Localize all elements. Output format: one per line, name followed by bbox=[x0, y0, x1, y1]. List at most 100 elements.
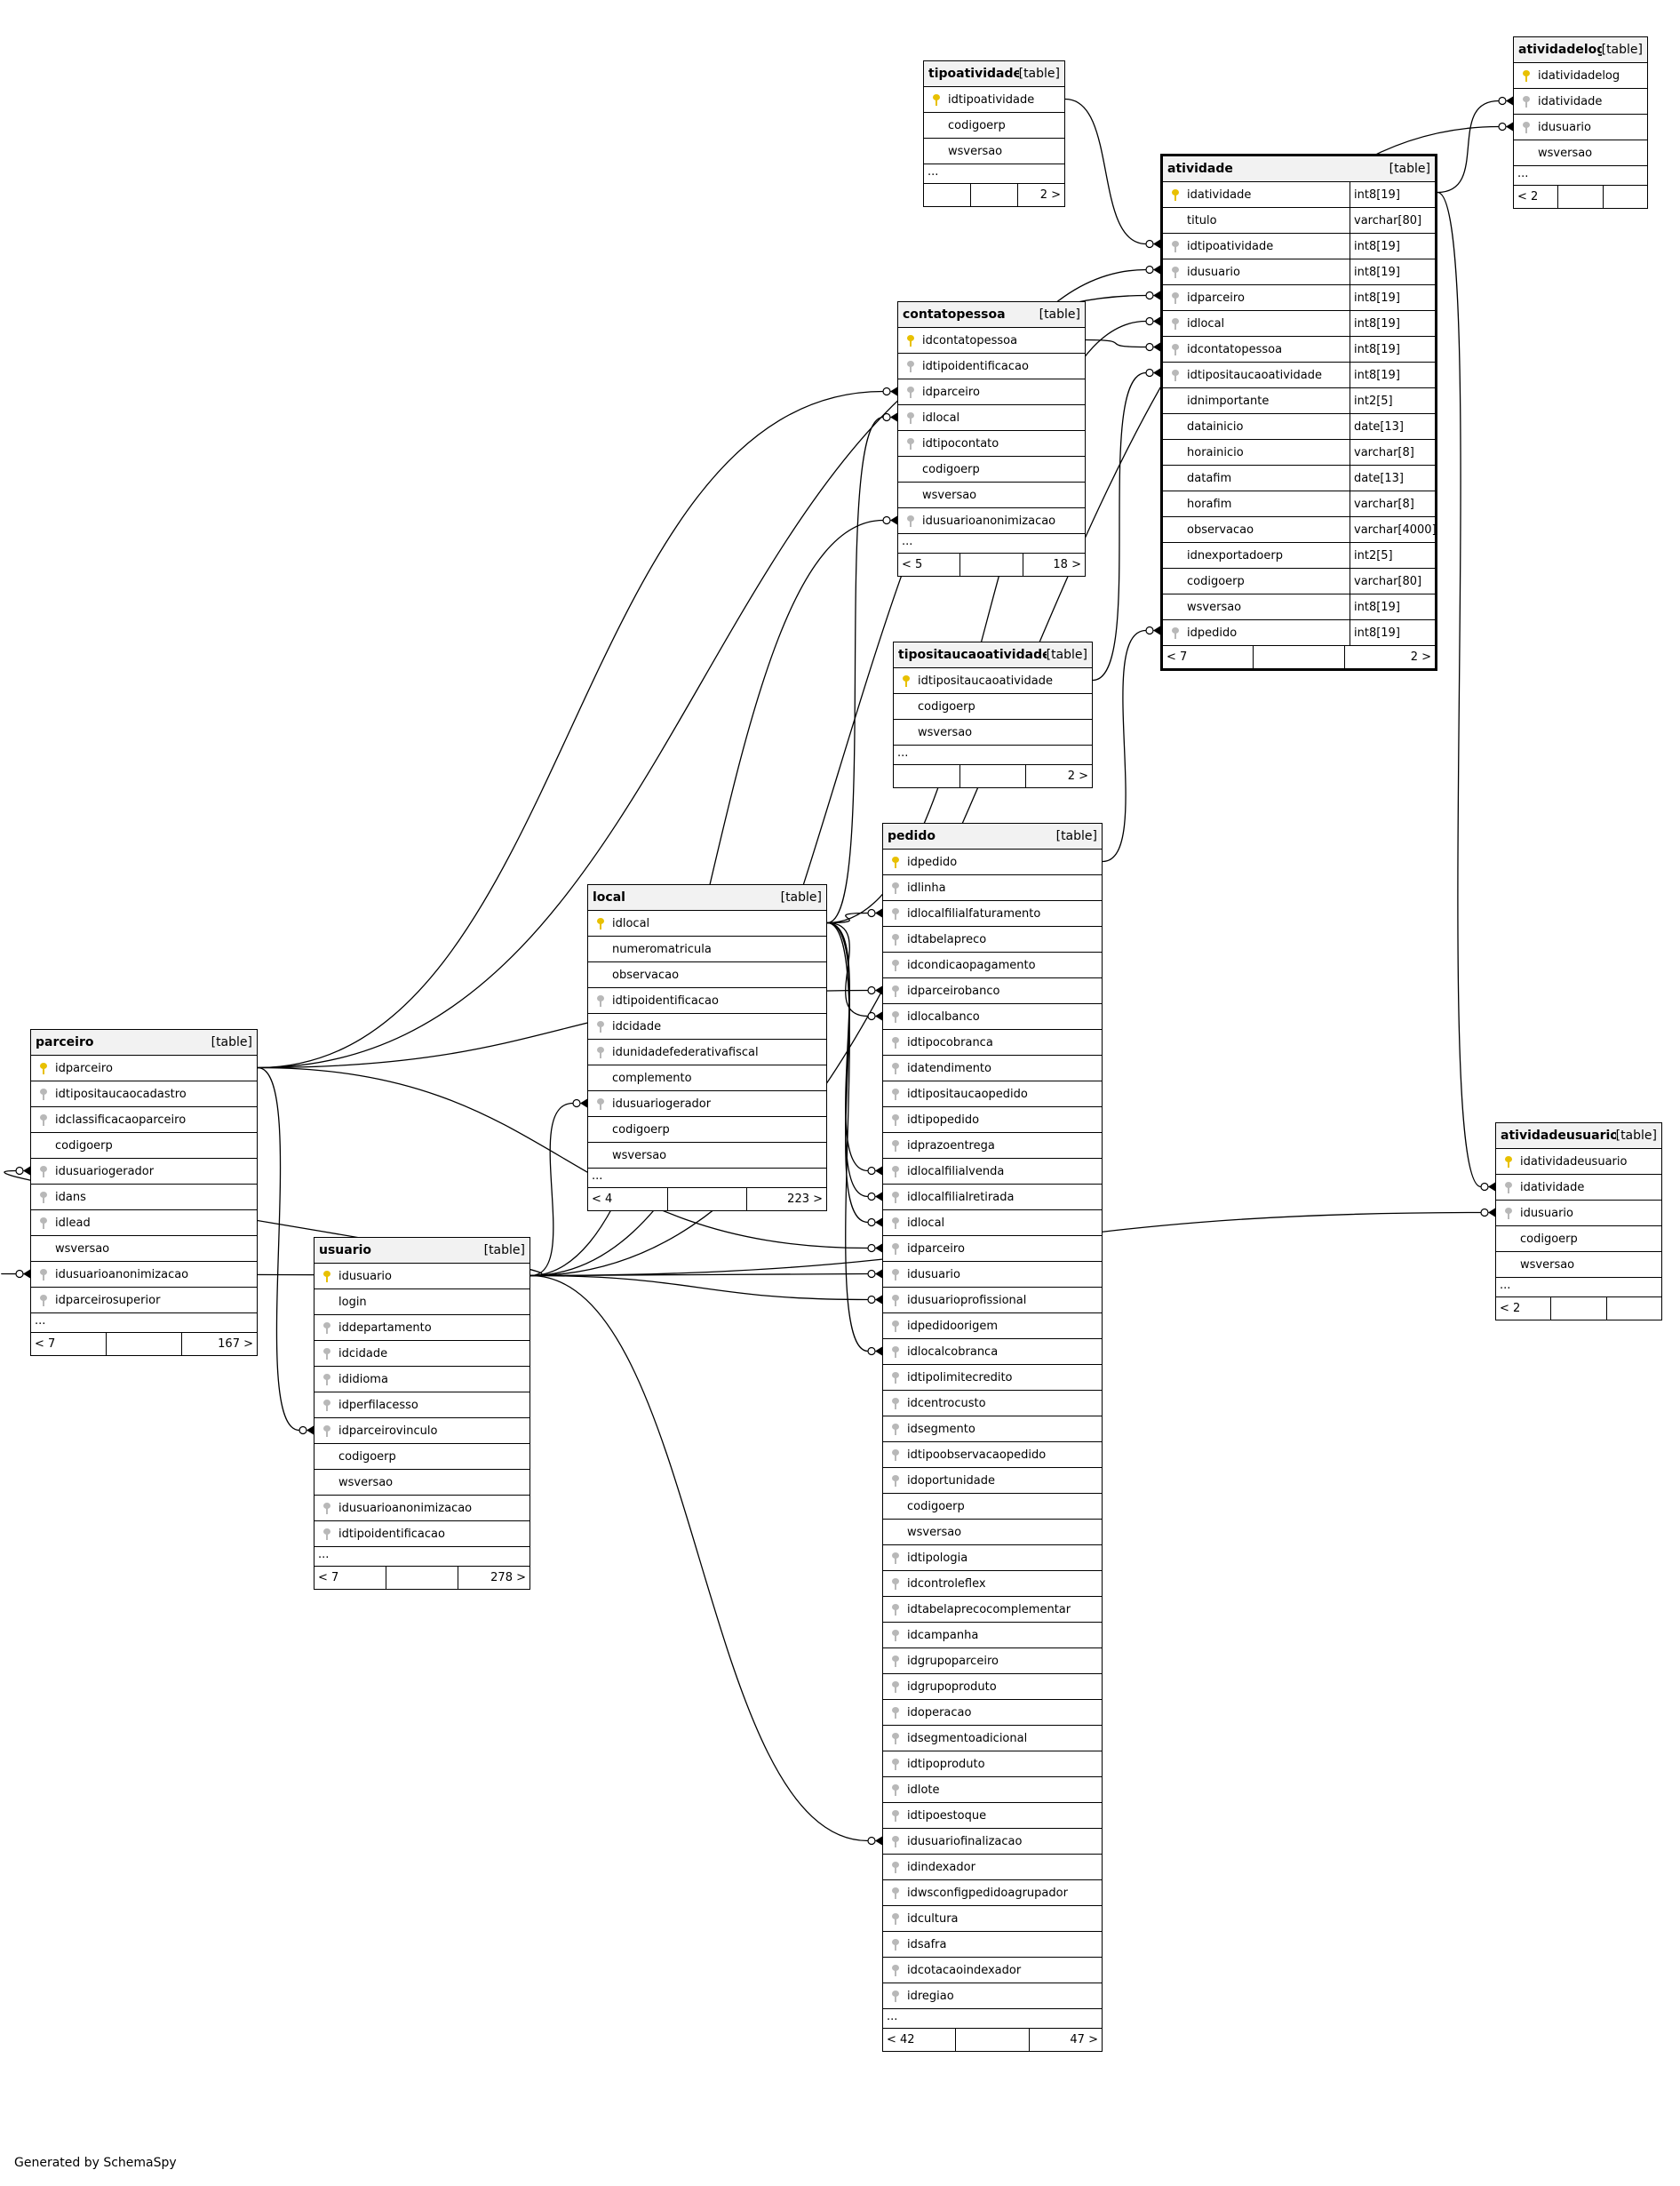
parent-count-link[interactable]: < 2 bbox=[1500, 1302, 1521, 1315]
column-row[interactable]: wsversao bbox=[588, 1143, 826, 1169]
parent-count-link[interactable]: < 42 bbox=[887, 2033, 915, 2046]
column-row[interactable]: idtipoidentificacao bbox=[898, 354, 1085, 379]
table-tipositaucaoatividade[interactable]: tipositaucaoatividade[table]idtipositauc… bbox=[893, 642, 1093, 788]
column-row[interactable]: wsversao bbox=[31, 1236, 257, 1262]
table-name[interactable]: contatopessoa bbox=[903, 307, 1006, 322]
column-row[interactable]: wsversao bbox=[924, 139, 1064, 164]
table-name[interactable]: tipoatividade bbox=[928, 67, 1019, 81]
child-count-link[interactable]: 2 > bbox=[1039, 188, 1061, 202]
column-row[interactable]: idtipoproduto bbox=[883, 1751, 1102, 1777]
table-atividadeusuario[interactable]: atividadeusuario[table]idatividadeusuari… bbox=[1495, 1122, 1662, 1320]
column-row[interactable]: idtipoatividade bbox=[924, 87, 1064, 113]
column-row[interactable]: idtabelaprecocomplementar bbox=[883, 1597, 1102, 1623]
column-row[interactable]: idusuariogerador bbox=[588, 1091, 826, 1117]
column-row[interactable]: idlocalbanco bbox=[883, 1004, 1102, 1030]
table-name[interactable]: usuario bbox=[319, 1243, 372, 1257]
column-row[interactable]: idcotacaoindexador bbox=[883, 1958, 1102, 1983]
column-row[interactable]: idregiao bbox=[883, 1983, 1102, 2009]
child-count-link[interactable]: 167 > bbox=[218, 1337, 253, 1351]
column-row[interactable]: idatividadeusuario bbox=[1496, 1149, 1661, 1175]
column-row[interactable]: idperfilacesso bbox=[315, 1392, 529, 1418]
column-row[interactable]: wsversao bbox=[1514, 140, 1647, 166]
column-row[interactable]: codigoerp bbox=[588, 1117, 826, 1143]
column-row[interactable]: idparceirobanco bbox=[883, 978, 1102, 1004]
column-row[interactable]: idindexador bbox=[883, 1855, 1102, 1880]
column-row[interactable]: codigoerp bbox=[315, 1444, 529, 1470]
column-row[interactable]: codigoerp bbox=[898, 457, 1085, 483]
column-row[interactable]: idwsconfigpedidoagrupador bbox=[883, 1880, 1102, 1906]
column-row[interactable]: codigoerp bbox=[894, 694, 1092, 720]
column-row[interactable]: idusuarioprofissional bbox=[883, 1288, 1102, 1313]
column-row[interactable]: numeromatricula bbox=[588, 937, 826, 962]
column-row[interactable]: codigoerp bbox=[924, 113, 1064, 139]
table-name[interactable]: tipositaucaoatividade bbox=[898, 648, 1047, 662]
child-count-link[interactable] bbox=[1604, 186, 1647, 208]
parent-count-link[interactable] bbox=[924, 184, 970, 206]
column-row[interactable]: idtabelapreco bbox=[883, 927, 1102, 953]
column-row[interactable]: idtipocobranca bbox=[883, 1030, 1102, 1056]
column-row[interactable]: idoportunidade bbox=[883, 1468, 1102, 1494]
column-row[interactable]: idtipositaucaoatividade bbox=[894, 668, 1092, 694]
column-row[interactable]: idcentrocusto bbox=[883, 1391, 1102, 1416]
parent-count-link[interactable]: < 2 bbox=[1517, 190, 1539, 203]
column-row[interactable]: idcontatopessoa bbox=[898, 328, 1085, 354]
column-row[interactable]: idatendimento bbox=[883, 1056, 1102, 1081]
column-row[interactable]: idpedido bbox=[883, 850, 1102, 875]
table-name[interactable]: pedido bbox=[888, 829, 936, 843]
column-row[interactable]: observacao bbox=[588, 962, 826, 988]
column-row[interactable]: idcontroleflex bbox=[883, 1571, 1102, 1597]
column-row[interactable]: idcampanha bbox=[883, 1623, 1102, 1648]
column-row[interactable]: idclassificacaoparceiro bbox=[31, 1107, 257, 1133]
column-row[interactable]: iddepartamento bbox=[315, 1315, 529, 1341]
column-row[interactable]: idatividade bbox=[1496, 1175, 1661, 1201]
child-count-link[interactable]: 47 > bbox=[1070, 2033, 1098, 2046]
column-row[interactable]: ididioma bbox=[315, 1367, 529, 1392]
column-row[interactable]: codigoerp bbox=[31, 1133, 257, 1159]
column-row[interactable]: login bbox=[315, 1289, 529, 1315]
column-row[interactable]: idlocalfilialretirada bbox=[883, 1185, 1102, 1210]
column-row[interactable]: idusuario bbox=[1496, 1201, 1661, 1226]
column-row[interactable]: wsversao bbox=[883, 1520, 1102, 1545]
column-row[interactable]: idtipoestoque bbox=[883, 1803, 1102, 1829]
column-row[interactable]: idgrupoparceiro bbox=[883, 1648, 1102, 1674]
column-row[interactable]: idlocalcobranca bbox=[883, 1339, 1102, 1365]
column-row[interactable]: idans bbox=[31, 1185, 257, 1210]
column-row[interactable]: idunidadefederativafiscal bbox=[588, 1040, 826, 1065]
column-row[interactable]: idgrupoproduto bbox=[883, 1674, 1102, 1700]
child-count-link[interactable]: 223 > bbox=[787, 1193, 824, 1206]
child-count-link[interactable]: 278 > bbox=[490, 1571, 526, 1584]
column-row[interactable]: idtipoobservacaopedido bbox=[883, 1442, 1102, 1468]
child-count-link[interactable]: 2 > bbox=[1410, 650, 1431, 664]
table-name[interactable]: atividadeusuario bbox=[1501, 1129, 1616, 1143]
column-row[interactable]: idusuariofinalizacao bbox=[883, 1829, 1102, 1855]
column-row[interactable]: idlocalfilialfaturamento bbox=[883, 901, 1102, 927]
column-row[interactable]: wsversao bbox=[898, 483, 1085, 508]
column-row[interactable]: idatividade bbox=[1514, 89, 1647, 115]
child-count-link[interactable]: 18 > bbox=[1053, 558, 1081, 571]
parent-count-link[interactable]: < 7 bbox=[1166, 650, 1188, 664]
parent-count-link[interactable]: < 4 bbox=[592, 1193, 613, 1206]
column-row[interactable]: idparceiro bbox=[883, 1236, 1102, 1262]
column-row[interactable]: idsegmento bbox=[883, 1416, 1102, 1442]
column-row[interactable]: idcidade bbox=[315, 1341, 529, 1367]
column-row[interactable]: idcondicaopagamento bbox=[883, 953, 1102, 978]
column-row[interactable]: idusuarioanonimizacao bbox=[31, 1262, 257, 1288]
column-row[interactable]: idtipoidentificacao bbox=[315, 1521, 529, 1547]
